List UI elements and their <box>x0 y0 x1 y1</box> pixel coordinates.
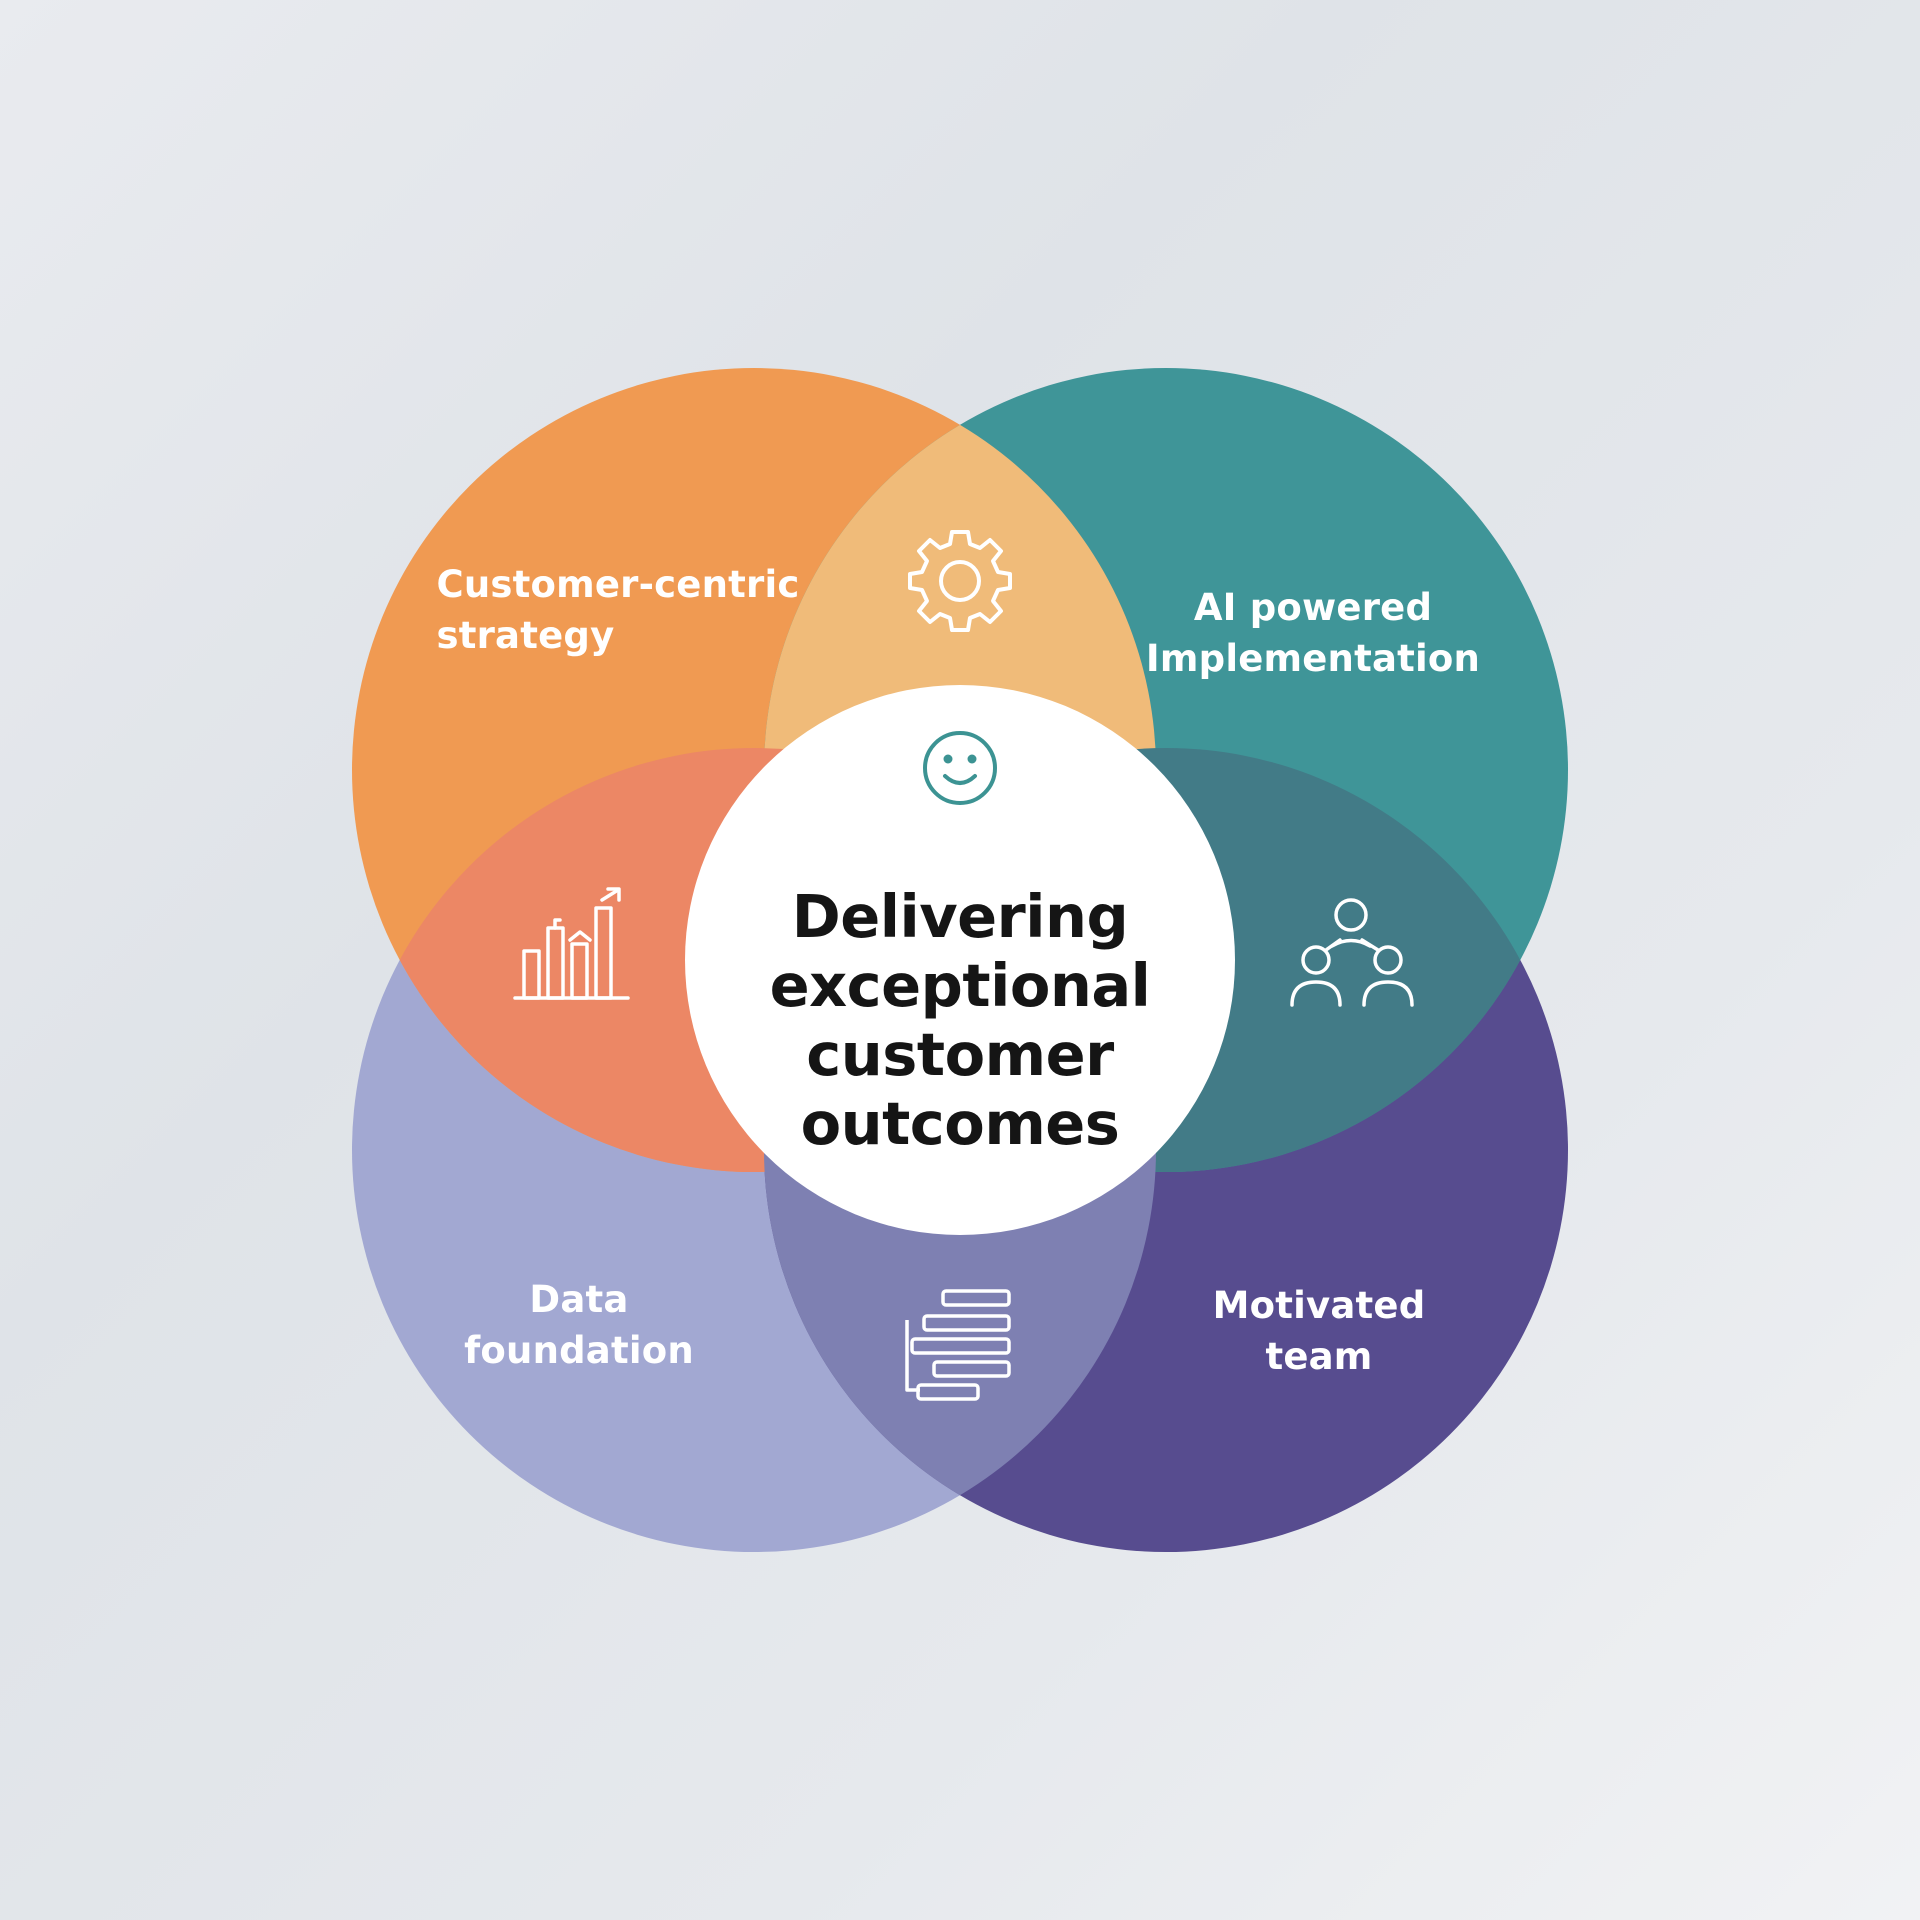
label-data-foundation: Data foundation <box>464 1278 694 1372</box>
label-customer-centric-strategy: Customer-centric strategy <box>436 563 800 657</box>
label-motivated-team: Motivated team <box>1212 1284 1426 1378</box>
center-circle <box>685 685 1235 1235</box>
team-hierarchy-icon <box>1290 898 1414 1007</box>
label-ai-powered-implementation: AI powered Implementation <box>1145 586 1481 680</box>
center-title: Delivering exceptional customer outcomes <box>769 882 1151 1158</box>
smiley-face-icon <box>923 731 997 805</box>
gear-icon <box>908 530 1012 632</box>
bar-chart-growth-icon <box>513 887 630 1000</box>
gantt-chart-icon <box>905 1289 1011 1401</box>
